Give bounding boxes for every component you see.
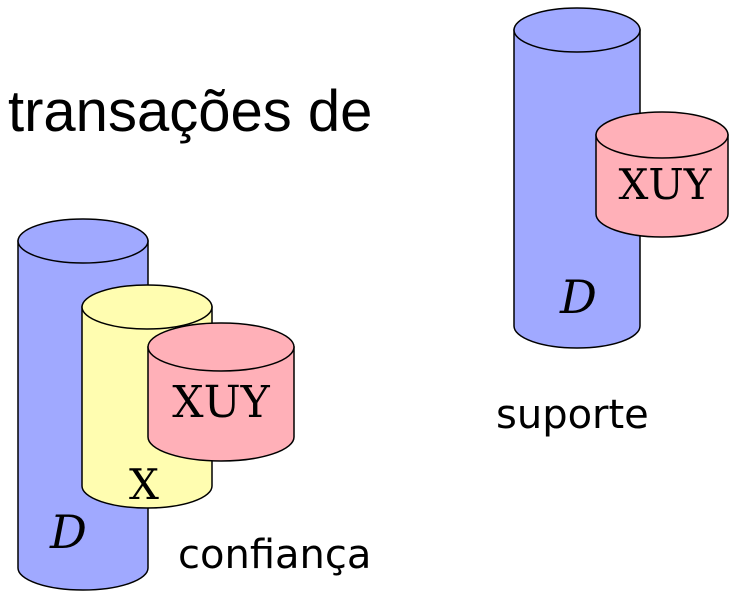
support-caption: suporte (496, 392, 649, 438)
support-d-label: D (559, 270, 597, 324)
support-xuy-label: XUY (618, 160, 712, 209)
support-xuy-cylinder (595, 111, 729, 238)
heading-title: transações de (8, 79, 373, 144)
confidence-xuy-cylinder (147, 322, 295, 462)
support-d-cylinder (513, 7, 641, 349)
confidence-xuy-label: XUY (172, 377, 270, 428)
confidence-x-label: X (129, 460, 159, 509)
confidence-caption: confiança (178, 532, 372, 578)
confidence-d-label: D (49, 505, 87, 559)
